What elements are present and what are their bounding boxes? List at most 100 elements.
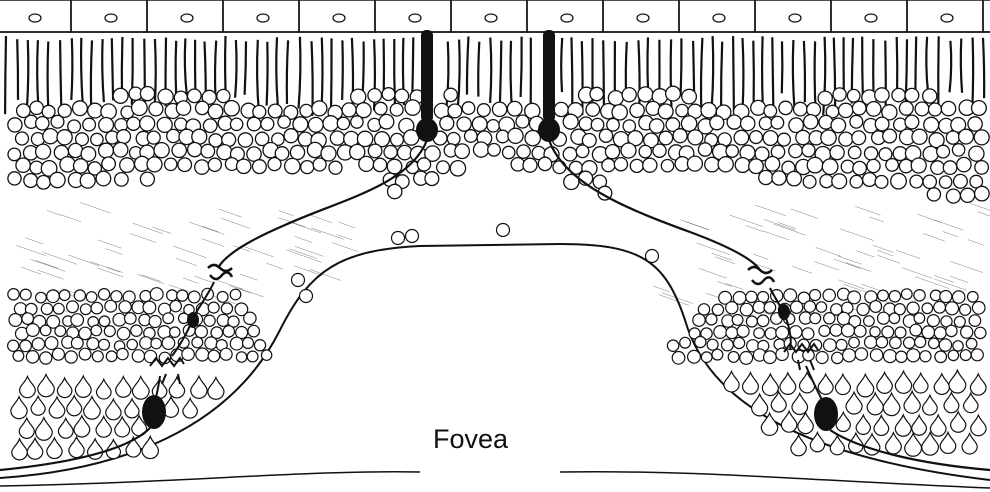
receptor-nucleus bbox=[167, 129, 180, 142]
receptor-nucleus bbox=[285, 158, 300, 173]
receptor-nucleus bbox=[954, 174, 968, 188]
bipolar-nucleus bbox=[722, 339, 734, 351]
receptor-nucleus bbox=[968, 117, 982, 131]
receptor-nucleus bbox=[496, 130, 509, 143]
displaced-cell bbox=[392, 232, 405, 245]
bipolar-nucleus bbox=[119, 301, 131, 313]
receptor-nucleus bbox=[852, 101, 866, 115]
bipolar-nucleus bbox=[732, 315, 743, 326]
bipolar-nucleus bbox=[74, 290, 85, 301]
bipolar-nucleus bbox=[217, 292, 228, 303]
receptor-nucleus bbox=[839, 103, 853, 117]
bipolar-nucleus bbox=[870, 301, 882, 313]
bipolar-nucleus bbox=[776, 326, 789, 339]
bipolar-nucleus bbox=[960, 304, 971, 315]
bipolar-nucleus bbox=[99, 316, 110, 327]
bipolar-nucleus bbox=[67, 301, 79, 313]
receptor-nucleus bbox=[51, 115, 64, 128]
receptor-nucleus bbox=[764, 105, 777, 118]
receptor-nucleus bbox=[448, 104, 462, 118]
bipolar-nucleus bbox=[177, 290, 188, 301]
receptor-nucleus bbox=[807, 157, 823, 173]
receptor-nucleus bbox=[818, 91, 832, 105]
receptor-nucleus bbox=[821, 130, 836, 145]
bipolar-nucleus bbox=[915, 336, 926, 347]
receptor-nucleus bbox=[50, 172, 65, 187]
bipolar-nucleus bbox=[143, 301, 156, 314]
bipolar-nucleus bbox=[117, 348, 128, 359]
receptor-nucleus bbox=[865, 147, 878, 160]
bipolar-nucleus bbox=[36, 292, 47, 303]
bipolar-nucleus bbox=[150, 288, 163, 301]
receptor-nucleus bbox=[605, 145, 619, 159]
receptor-nucleus bbox=[863, 173, 877, 187]
receptor-nucleus bbox=[891, 173, 907, 189]
bipolar-nucleus bbox=[9, 314, 22, 327]
photoreceptor-segment bbox=[322, 38, 323, 110]
receptor-nucleus bbox=[850, 115, 863, 128]
receptor-nucleus bbox=[911, 158, 926, 173]
photoreceptor-segment bbox=[681, 38, 682, 96]
bipolar-nucleus bbox=[188, 291, 200, 303]
bipolar-nucleus bbox=[910, 324, 922, 336]
receptor-nucleus bbox=[666, 86, 681, 101]
bipolar-nucleus bbox=[934, 301, 946, 313]
receptor-nucleus bbox=[751, 100, 766, 115]
receptor-nucleus bbox=[437, 161, 450, 174]
bipolar-nucleus bbox=[935, 351, 947, 363]
receptor-nucleus bbox=[803, 175, 816, 188]
receptor-nucleus bbox=[923, 146, 938, 161]
photoreceptor-segment bbox=[112, 38, 113, 100]
receptor-nucleus bbox=[698, 143, 711, 156]
receptor-nucleus bbox=[474, 142, 489, 157]
receptor-nucleus bbox=[43, 129, 58, 144]
receptor-nucleus bbox=[841, 160, 854, 173]
receptor-nucleus bbox=[710, 116, 724, 130]
bipolar-nucleus bbox=[8, 289, 19, 300]
receptor-nucleus bbox=[188, 143, 202, 157]
bipolar-nucleus bbox=[204, 315, 215, 326]
receptor-nucleus bbox=[117, 130, 131, 144]
receptor-nucleus bbox=[342, 103, 356, 117]
bipolar-nucleus bbox=[966, 338, 977, 349]
bipolar-nucleus bbox=[688, 350, 701, 363]
receptor-nucleus bbox=[622, 88, 636, 102]
receptor-nucleus bbox=[368, 89, 382, 103]
receptor-nucleus bbox=[941, 101, 955, 115]
receptor-nucleus bbox=[579, 117, 592, 130]
receptor-nucleus bbox=[650, 119, 664, 133]
receptor-nucleus bbox=[351, 89, 366, 104]
receptor-nucleus bbox=[923, 175, 936, 188]
right-cone-nucleus bbox=[538, 118, 560, 142]
receptor-nucleus bbox=[208, 104, 223, 119]
receptor-nucleus bbox=[833, 88, 846, 101]
receptor-nucleus bbox=[313, 158, 326, 171]
receptor-nucleus bbox=[290, 145, 304, 159]
photoreceptor-segment bbox=[287, 40, 288, 104]
bipolar-nucleus bbox=[667, 340, 678, 351]
left-ganglion-cell-body bbox=[142, 395, 166, 429]
receptor-nucleus bbox=[113, 88, 128, 103]
receptor-nucleus bbox=[523, 158, 537, 172]
receptor-nucleus bbox=[217, 89, 230, 102]
receptor-nucleus bbox=[8, 118, 22, 132]
bipolar-nucleus bbox=[802, 328, 814, 340]
receptor-nucleus bbox=[140, 172, 154, 186]
receptor-nucleus bbox=[96, 171, 111, 186]
bipolar-nucleus bbox=[855, 348, 867, 360]
receptor-nucleus bbox=[60, 157, 75, 172]
bipolar-nucleus bbox=[701, 352, 712, 363]
receptor-nucleus bbox=[643, 158, 657, 172]
bipolar-nucleus bbox=[922, 303, 933, 314]
bipolar-nucleus bbox=[45, 337, 58, 350]
receptor-nucleus bbox=[268, 158, 281, 171]
bipolar-nucleus bbox=[753, 301, 765, 313]
receptor-nucleus bbox=[462, 102, 475, 115]
receptor-nucleus bbox=[687, 156, 702, 171]
receptor-nucleus bbox=[68, 143, 82, 157]
receptor-nucleus bbox=[939, 176, 951, 188]
bipolar-nucleus bbox=[71, 314, 84, 327]
receptor-nucleus bbox=[750, 131, 763, 144]
bipolar-nucleus bbox=[86, 292, 97, 303]
bipolar-nucleus bbox=[706, 314, 717, 325]
